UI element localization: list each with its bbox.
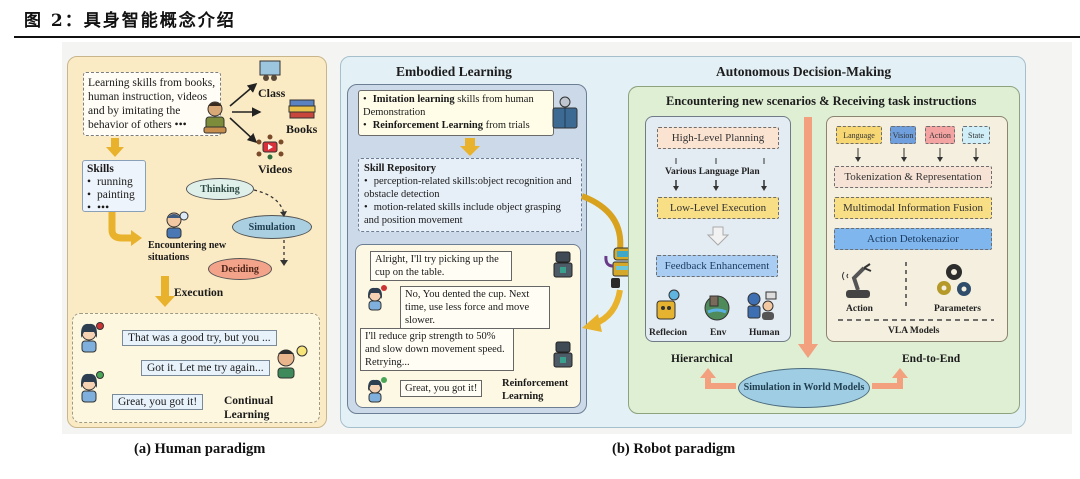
world-model-cloud: Simulation in World Models bbox=[738, 368, 870, 408]
input-language: Language bbox=[836, 126, 882, 144]
reflection-robot-icon bbox=[656, 289, 680, 320]
skills-title: Skills bbox=[87, 163, 114, 175]
source-arrows bbox=[229, 82, 262, 144]
input-arrows bbox=[855, 148, 979, 162]
figure-title: 图 2：具身智能概念介绍 bbox=[24, 11, 236, 31]
feedback-enhancement: Feedback Enhancement bbox=[656, 255, 778, 277]
simulation-cloud: Simulation bbox=[232, 215, 312, 239]
deciding-cloud: Deciding bbox=[208, 258, 272, 280]
robot-reading-icon bbox=[552, 96, 578, 129]
skills-box: Skills running painting ••• bbox=[82, 160, 146, 215]
vla-dashed-rule bbox=[838, 319, 994, 321]
low-level-execution: Low-Level Execution bbox=[657, 197, 779, 219]
classroom-icon bbox=[259, 60, 281, 81]
fusion-layer: Multimodal Information Fusion bbox=[834, 197, 992, 219]
output-parameters-label: Parameters bbox=[934, 304, 981, 314]
thinking-cloud: Thinking bbox=[186, 178, 254, 200]
gears-icon bbox=[937, 264, 971, 296]
high-level-planning: High-Level Planning bbox=[657, 127, 779, 149]
teacher-speech: Great, you got it! bbox=[400, 380, 483, 397]
caption-human-paradigm: (a) Human paradigm bbox=[134, 441, 266, 457]
title-divider bbox=[14, 36, 1080, 38]
repository-item: motion-related skills include object gra… bbox=[364, 201, 576, 227]
execution-arrow bbox=[155, 276, 175, 307]
environment-icon bbox=[704, 295, 730, 321]
skill-item: painting bbox=[87, 189, 141, 202]
embodied-learning-title: Embodied Learning bbox=[396, 64, 512, 79]
continual-learning-label: Continual Learning bbox=[224, 395, 274, 421]
input-action: Action bbox=[925, 126, 955, 144]
feedback-source-env: Env bbox=[710, 328, 727, 338]
language-plan-label: Various Language Plan bbox=[665, 167, 760, 177]
teacher-icon bbox=[368, 285, 387, 311]
world-model-arrow-right bbox=[872, 368, 908, 389]
skill-transfer-arrow bbox=[580, 193, 624, 332]
speech-bubble: Great, you got it! bbox=[112, 394, 204, 410]
source-class-label: Class bbox=[258, 86, 286, 100]
learner-idea-icon bbox=[277, 345, 308, 379]
books-icon bbox=[288, 99, 316, 119]
skill-item: running bbox=[87, 176, 141, 189]
speech-bubble: Got it. Let me try again... bbox=[141, 360, 270, 376]
source-books-label: Books bbox=[286, 122, 318, 136]
plan-arrows bbox=[673, 158, 767, 191]
scenario-subtitle: Encountering new scenarios & Receiving t… bbox=[666, 94, 977, 108]
robot-arm-icon bbox=[842, 263, 872, 298]
caption-robot-paradigm: (b) Robot paradigm bbox=[612, 441, 736, 457]
arrow-to-encountering bbox=[108, 212, 142, 246]
human-learning-text: Learning skills from books, human instru… bbox=[88, 77, 216, 131]
tokenization-layer: Tokenization & Representation bbox=[834, 166, 992, 188]
input-vision: Vision bbox=[890, 126, 916, 144]
hierarchical-label: Hierarchical bbox=[671, 353, 733, 365]
input-state: State bbox=[962, 126, 990, 144]
output-action-label: Action bbox=[846, 304, 873, 314]
arrow-to-repository bbox=[460, 138, 480, 156]
end-to-end-label: End-to-End bbox=[902, 353, 961, 365]
vla-divider bbox=[905, 262, 907, 306]
execution-label: Execution bbox=[174, 287, 224, 299]
autonomous-decision-title: Autonomous Decision-Making bbox=[716, 64, 892, 79]
skill-repository-title: Skill Repository bbox=[364, 163, 437, 174]
video-icon bbox=[256, 134, 284, 160]
scenario-flow-bar bbox=[804, 117, 812, 349]
feedback-source-human: Human bbox=[749, 328, 780, 338]
reinforcement-learning-label: Reinforcement Learning bbox=[502, 378, 569, 402]
robot-icon bbox=[553, 341, 573, 368]
learning-methods-box: Imitation learning skills from human Dem… bbox=[358, 90, 554, 136]
source-videos-label: Videos bbox=[258, 162, 293, 176]
teacher-icon bbox=[81, 322, 104, 353]
robot-speech: Alright, I'll try picking up the cup on … bbox=[370, 251, 512, 281]
skill-repository-box: Skill Repository perception-related skil… bbox=[358, 158, 582, 232]
feedback-source-reflection: Reflecion bbox=[649, 328, 687, 338]
robot-speech: I'll reduce grip strength to 50% and slo… bbox=[360, 328, 514, 371]
repository-item: perception-related skills:object recogni… bbox=[364, 175, 576, 201]
robot-icon bbox=[553, 251, 573, 278]
hollow-down-arrow bbox=[707, 226, 729, 246]
vla-models-label: VLA Models bbox=[888, 326, 940, 336]
skill-item: ••• bbox=[87, 202, 141, 215]
scenario-flow-arrowhead bbox=[798, 344, 818, 358]
human-feedback-icon bbox=[747, 291, 777, 320]
method-reinforcement: Reinforcement Learning from trials bbox=[363, 119, 549, 132]
world-model-arrow-left bbox=[700, 368, 736, 389]
encountering-label: Encountering new situations bbox=[148, 240, 227, 263]
detokenizer-layer: Action Detokenazior bbox=[834, 228, 992, 250]
speech-bubble: That was a good try, but you ... bbox=[122, 330, 277, 346]
learner-person-icon bbox=[203, 101, 227, 134]
teacher-icon bbox=[368, 377, 387, 403]
thought-flow-arrows bbox=[253, 189, 288, 266]
human-learning-box: Learning skills from books, human instru… bbox=[83, 72, 221, 136]
arrow-to-skills bbox=[106, 138, 124, 157]
method-imitation: Imitation learning skills from human Dem… bbox=[363, 93, 549, 119]
thinking-person-icon bbox=[166, 211, 189, 239]
teacher-icon bbox=[81, 371, 104, 403]
teacher-speech: No, You dented the cup. Next time, use l… bbox=[400, 286, 550, 329]
